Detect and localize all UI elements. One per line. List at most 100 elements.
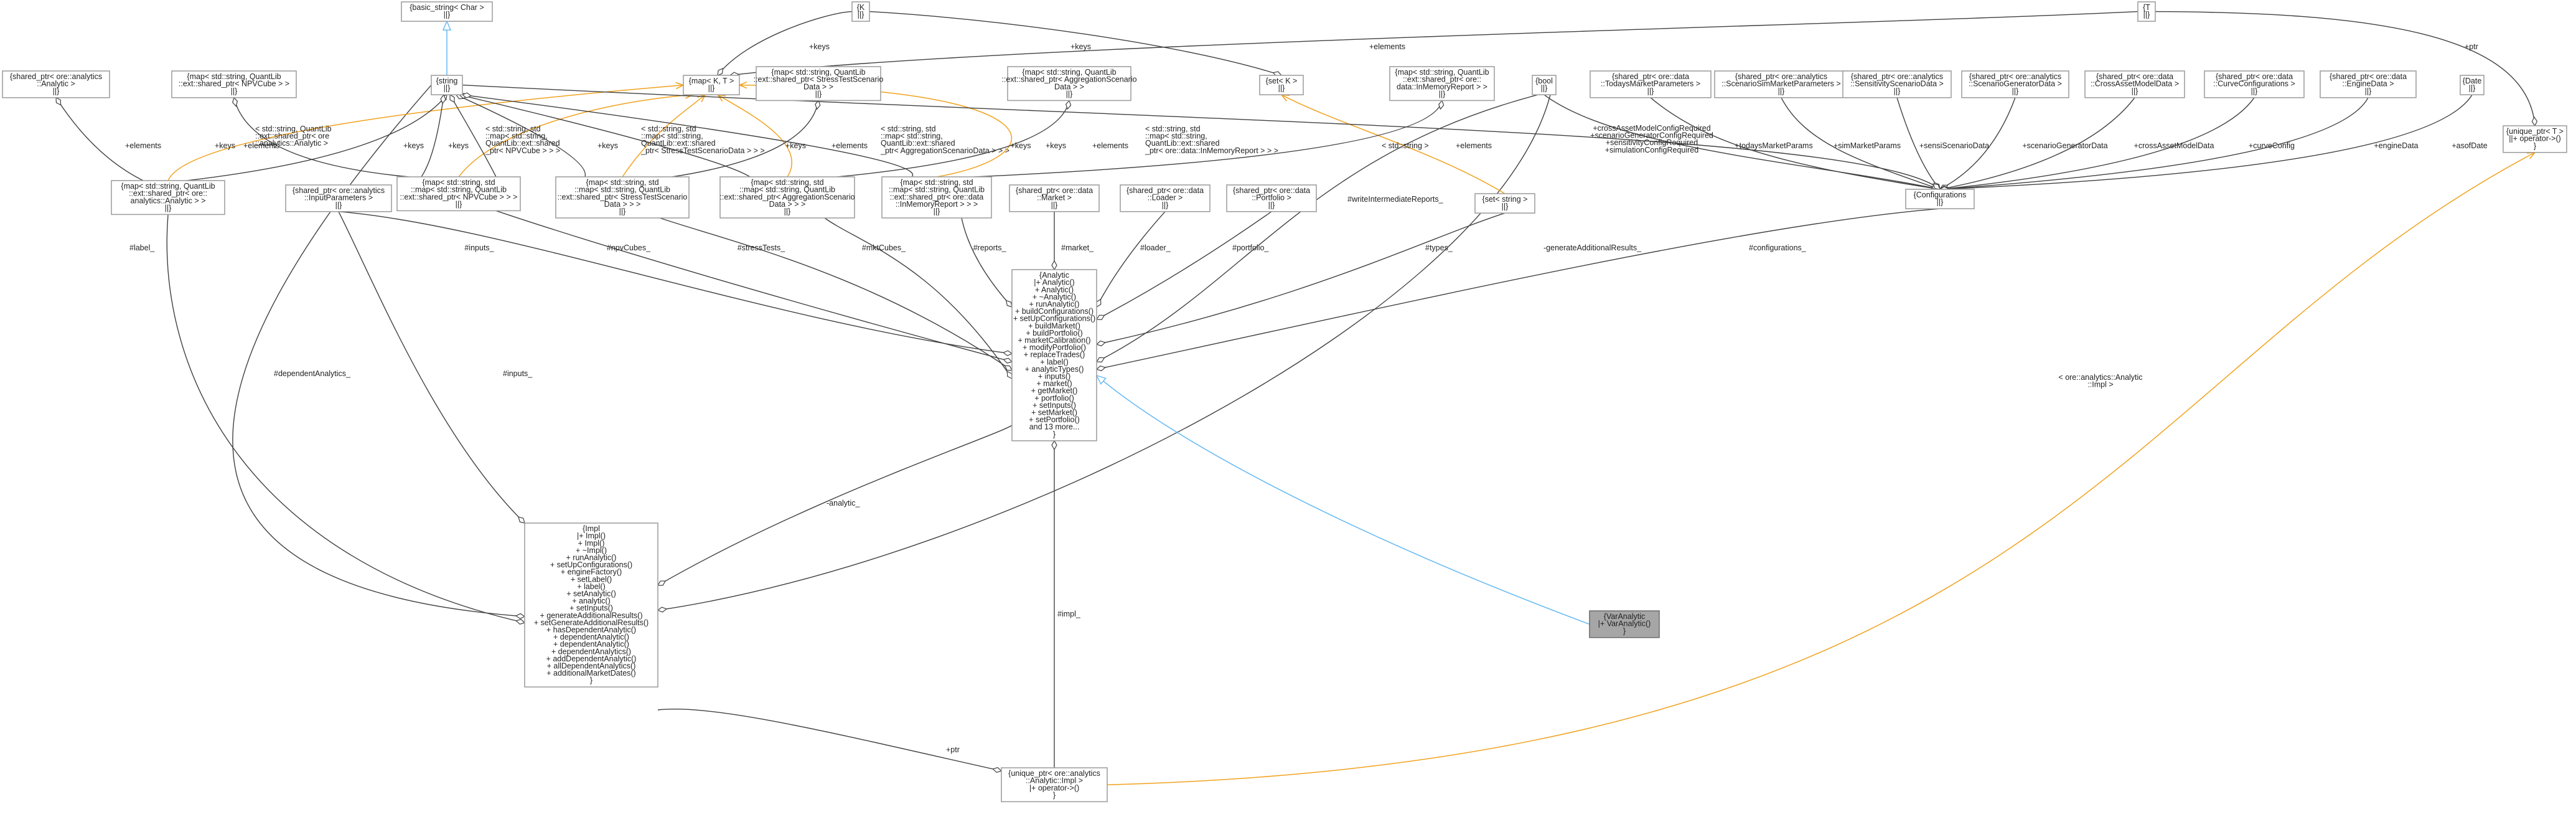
class-node-label-line: ::ScenarioSimMarketParameters > [1721, 80, 1840, 88]
class-node-sp-scengen[interactable]: {shared_ptr< ore::analytics::ScenarioGen… [1961, 70, 2069, 98]
class-node-label-line: {map< std::string, QuantLib [1395, 68, 1489, 77]
class-node-box [1842, 70, 1952, 98]
tmpl-stresstest-edge-label: < std::string, std::map< std::string,Qua… [640, 125, 765, 155]
label-edge: #label_ [129, 85, 525, 616]
class-node-unique-ptr-impl[interactable]: {unique_ptr< ore::analytics::Analytic::I… [1001, 767, 1108, 803]
class-node-map-npvcube[interactable]: {map< std::string, std::map< std::string… [396, 176, 521, 212]
class-node-label-line: ||} [1268, 201, 1275, 209]
class-node-T[interactable]: {T||} [2137, 1, 2156, 22]
class-node-sp-enginedata[interactable]: {shared_ptr< ore::data::EngineData >||} [2320, 70, 2417, 98]
class-node-label-line: ||} [784, 207, 791, 216]
tmpl-aggr-edge-label-line: _ptr< AggregationScenarioData > > > [880, 146, 1009, 155]
class-node-basic-string[interactable]: {basic_string< Char >||} [401, 1, 493, 22]
class-node-box [401, 1, 493, 22]
tmpl-npvcube-edge-label-line: _ptr< NPVCube > > > [485, 146, 560, 155]
dependent-analytics-edge-label: #dependentAnalytics_ [274, 369, 351, 378]
mktcubes-edge-path [824, 217, 1012, 379]
class-node-map-sp-analytic[interactable]: {map< std::string, QuantLib::ext::shared… [111, 180, 225, 215]
class-node-sp-curveconfig[interactable]: {shared_ptr< ore::data::CurveConfigurati… [2204, 70, 2305, 98]
class-node-box [396, 176, 521, 212]
cfg-flags-edge-label-line: +simulationConfigRequired [1605, 146, 1698, 154]
class-node-box [431, 75, 463, 96]
class-node-date[interactable]: {Date||} [2460, 75, 2485, 96]
class-node-sp-todays[interactable]: {shared_ptr< ore::data::TodaysMarketPara… [1590, 70, 1712, 98]
class-node-string[interactable]: {string||} [431, 75, 463, 96]
class-node-map-inmem[interactable]: {map< std::string, std::map< std::string… [881, 176, 992, 219]
write-intermediate-edge-label-line: #writeIntermediateReports_ [1347, 195, 1444, 204]
class-node-label-line: data::InMemoryReport > > [1397, 82, 1487, 91]
string-keys-4-edge-label-line: +keys [597, 141, 618, 150]
class-node-analytic[interactable]: {Analytic|+ Analytic()+ Analytic()+ ~Ana… [1011, 269, 1097, 442]
cfg-string-keys-edge-label-line: +keys [1010, 141, 1031, 150]
class-node-label: {map< std::string, std::map< std::string… [558, 178, 688, 215]
class-node-label-line: ::map< std::string, QuantLib [739, 186, 835, 194]
class-node-map-stresstest-top[interactable]: {map< std::string, QuantLib::ext::shared… [754, 66, 884, 102]
class-node-map-stresstest[interactable]: {map< std::string, std::map< std::string… [555, 176, 690, 219]
class-node-map-aggr-top[interactable]: {map< std::string, QuantLib::ext::shared… [1001, 66, 1137, 102]
cfg-flags-edge-path [1543, 94, 1940, 189]
write-intermediate-edge: #writeIntermediateReports_ [1097, 94, 1539, 362]
class-node-label-line: Data > > > [769, 200, 806, 209]
string-keys-2-edge-label-line: +keys [403, 141, 424, 150]
cfg-sensi-edge-label-line: +sensiScenarioData [1919, 141, 1989, 150]
map-elem-3-edge: +elements [672, 100, 868, 177]
K-keys-edge-path [718, 11, 853, 75]
cfg-string-keys-edge-path [462, 84, 1940, 189]
T-elements-edge-label: +elements [1369, 42, 1405, 51]
class-node-label-line: {shared_ptr< ore::data [2096, 72, 2173, 81]
class-node-label-line: } [2534, 141, 2536, 150]
class-node-label: {shared_ptr< ore::analytics::Analytic >|… [10, 72, 102, 95]
cfg-todays-edge-path [1650, 97, 1940, 189]
class-node-label-line: ||} [2132, 87, 2138, 95]
tmpl-impl-edge-label-line: < ore::analytics::Analytic [2058, 373, 2142, 382]
class-node-set-string[interactable]: {set< string >||} [1474, 193, 1535, 214]
class-node-sp-sensi[interactable]: {shared_ptr< ore::analytics::Sensitivity… [1842, 70, 1952, 98]
class-node-label-line: ::InputParameters > [304, 194, 373, 202]
map-elem-4-edge-label-line: +elements [1092, 141, 1128, 150]
class-node-label-line: Data > > > [604, 200, 641, 209]
set-K-keys-edge-path [869, 11, 1281, 75]
map-elem-4-edge-path [836, 100, 1069, 177]
class-node-map-KT[interactable]: {map< K, T >||} [683, 75, 740, 96]
class-node-label-line: ||} [1937, 198, 1944, 207]
class-node-map-npvcube-top[interactable]: {map< std::string, QuantLib::ext::shared… [171, 70, 297, 98]
class-node-box [285, 184, 392, 212]
class-node-sp-crossasset[interactable]: {shared_ptr< ore::data::CrossAssetModelD… [2084, 70, 2185, 98]
tmpl-inmem-edge-label-line: ::map< std::string, [1145, 132, 1207, 141]
string-keys-5-edge-label-line: +keys [785, 141, 806, 150]
class-node-label-line: ::ext::shared_ptr< StressTestScenario [754, 75, 884, 84]
tmpl-aggr-edge-label-line: QuantLib::ext::shared [881, 139, 955, 148]
ptr-impl-edge-label: +ptr [946, 745, 960, 754]
class-node-map-inmem-top[interactable]: {map< std::string, QuantLib::ext::shared… [1389, 66, 1495, 102]
class-node-sp-market[interactable]: {shared_ptr< ore::data::Market >||} [1009, 184, 1100, 212]
tmpl-aggr-edge-label-line: < std::string, std [881, 125, 936, 133]
class-node-bool[interactable]: {bool||} [1532, 75, 1557, 96]
class-node-sp-simmarket[interactable]: {shared_ptr< ore::analytics::ScenarioSim… [1714, 70, 1848, 98]
string-keys-5-edge: +keys [459, 95, 806, 177]
class-node-label-line: ::map< std::string, QuantLib [574, 186, 670, 194]
class-node-sp-loader[interactable]: {shared_ptr< ore::data::Loader >||} [1120, 184, 1211, 212]
unique-T-ptr-edge-path [2155, 11, 2535, 126]
class-node-map-aggr[interactable]: {map< std::string, std::map< std::string… [719, 176, 855, 219]
map-elem-5-edge-label-line: +elements [1456, 141, 1492, 150]
class-node-impl[interactable]: {Impl|+ Impl()+ Impl()+ ~Impl()+ runAnal… [524, 522, 658, 688]
class-node-label-line: + hasDependentAnalytic() [546, 626, 636, 635]
class-node-label: {set< string >||} [1482, 195, 1528, 211]
generate-additional-edge: -generateAdditionalResults_ [658, 95, 1642, 610]
cfg-todays-edge-label-line: +todaysMarketParams [1735, 141, 1812, 150]
class-node-K[interactable]: {K||} [851, 1, 870, 22]
class-node-configurations[interactable]: {Configurations||} [1905, 189, 1975, 210]
class-node-label: {shared_ptr< ore::data::TodaysMarketPara… [1601, 72, 1700, 95]
class-node-sp-portfolio[interactable]: {shared_ptr< ore::data::Portfolio >||} [1226, 184, 1317, 212]
class-node-unique-ptr-T[interactable]: {unique_ptr< T >||+ operator->()} [2503, 125, 2567, 153]
class-node-varanalytic[interactable]: {VarAnalytic|+ VarAnalytic()} [1589, 610, 1660, 638]
edges-layer: #impl_#inputs_#npvCubes_#stressTests_#mk… [56, 11, 2535, 785]
class-node-label-line: {shared_ptr< ore::analytics [1969, 72, 2061, 81]
class-node-box [2460, 75, 2485, 96]
class-node-set-K[interactable]: {set< K >||} [1259, 75, 1304, 96]
class-node-label-line: + generateAdditionalResults() [540, 611, 642, 620]
class-node-sp-inputparams[interactable]: {shared_ptr< ore::analytics::InputParame… [285, 184, 392, 212]
class-node-label-line: ::ext::shared_ptr< NPVCube > > > [400, 192, 517, 201]
class-node-box [1007, 66, 1131, 102]
class-node-sp-analytic[interactable]: {shared_ptr< ore::analytics::Analytic >|… [2, 70, 110, 98]
